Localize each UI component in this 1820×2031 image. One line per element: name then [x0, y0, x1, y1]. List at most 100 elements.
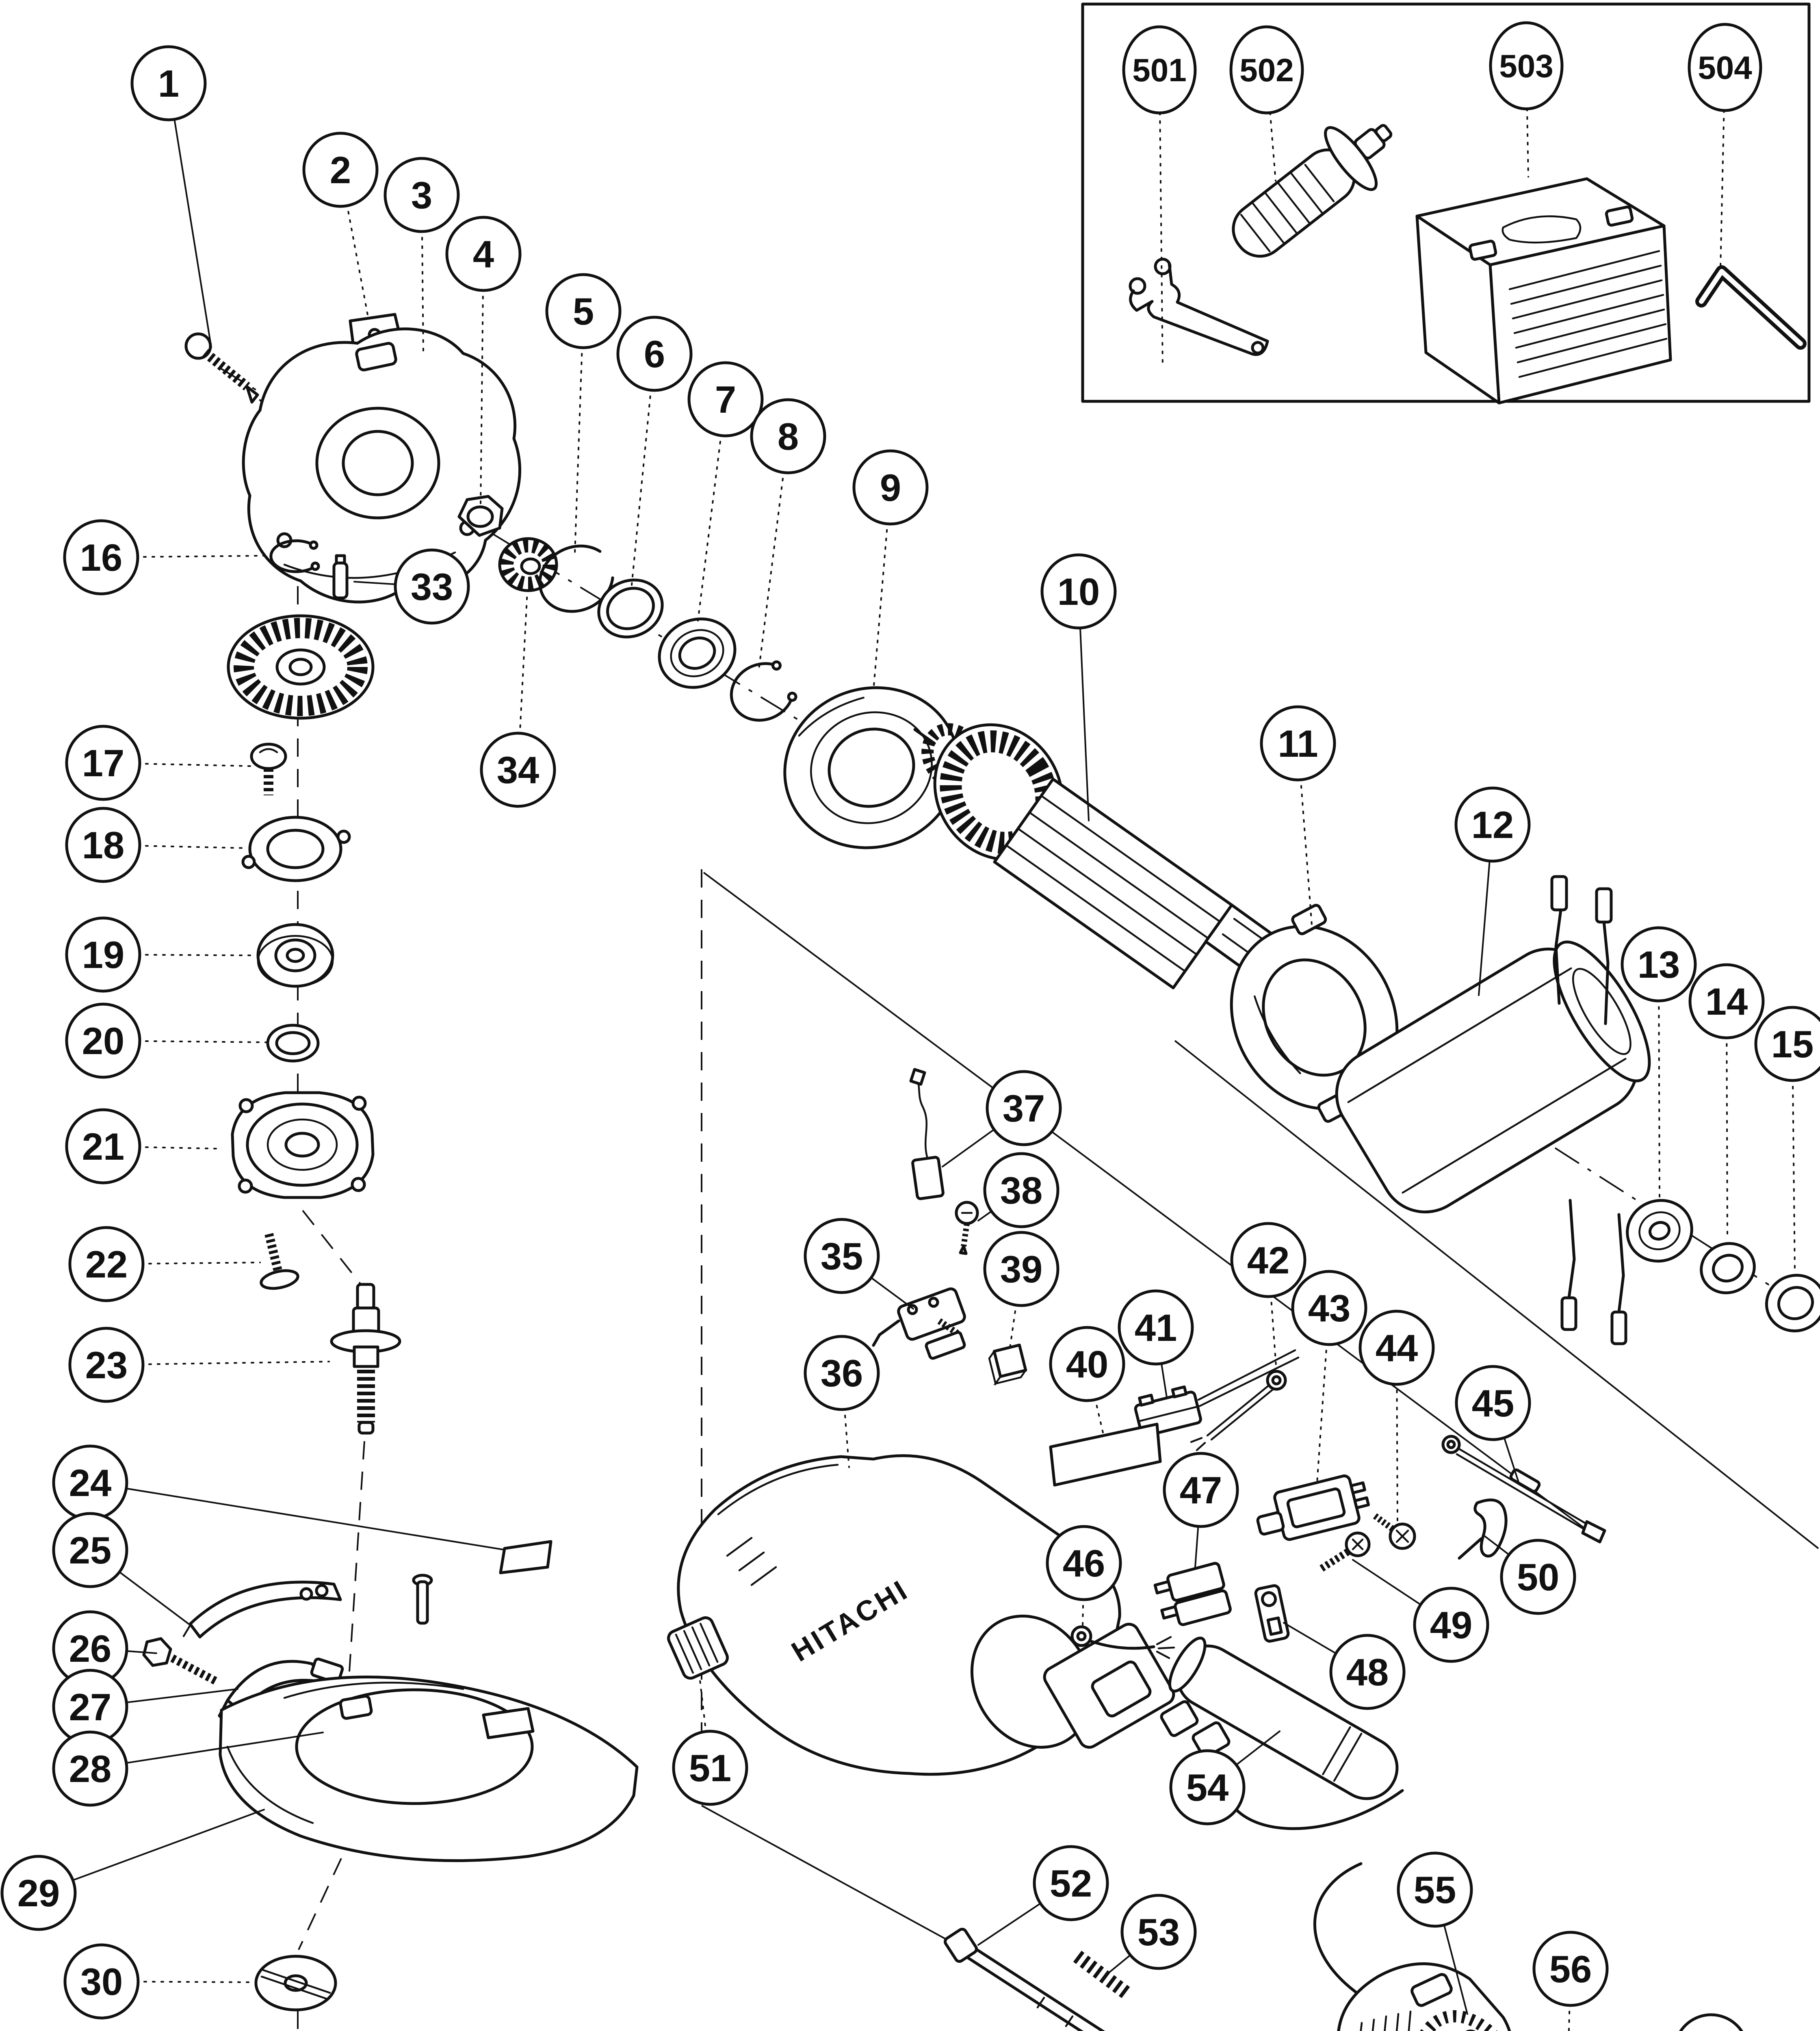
- balloon-number-504: 504: [1698, 50, 1752, 86]
- balloon-number-7: 7: [715, 378, 736, 421]
- balloon-number-42: 42: [1247, 1239, 1290, 1282]
- set-plate-25-drawing: [182, 1581, 342, 1639]
- rubber-bushing-15-drawing: [1765, 1274, 1820, 1332]
- pinion-gear-34-drawing: [498, 537, 558, 592]
- balloon-number-52: 52: [1050, 1862, 1092, 1905]
- balloon-504: 504: [1688, 23, 1762, 112]
- slide-knob-51-drawing: [667, 1616, 729, 1680]
- balloon-46: 46: [1046, 1525, 1122, 1601]
- balloon-13: 13: [1621, 926, 1697, 1003]
- balloon-circle-39: [983, 1231, 1060, 1307]
- balloon-circle-44: [1358, 1310, 1435, 1386]
- balloon-14: 14: [1688, 963, 1765, 1039]
- balloon-circle-18: [65, 807, 141, 883]
- balloon-37: 37: [986, 1070, 1062, 1146]
- packing-gland-21-drawing: [231, 1091, 375, 1199]
- balloon-number-5: 5: [573, 290, 594, 333]
- balloon-5: 5: [545, 273, 622, 349]
- balloon-circle-9: [852, 449, 929, 526]
- balloon-29: 29: [0, 1855, 77, 1931]
- leader-line-29: [38, 1809, 265, 1894]
- leader-line-5: [574, 310, 584, 554]
- balloon-circle-23: [68, 1327, 145, 1403]
- balloon-number-53: 53: [1138, 1911, 1180, 1953]
- balloon-number-25: 25: [69, 1529, 112, 1572]
- balloon-15: 15: [1754, 1006, 1820, 1082]
- snap-ring-16-drawing: [269, 539, 320, 573]
- balloon-number-21: 21: [82, 1125, 125, 1168]
- balloon-circle-36: [804, 1335, 880, 1411]
- leader-line-18: [102, 844, 249, 849]
- case-503-drawing: [1415, 177, 1672, 405]
- balloon-17: 17: [65, 725, 141, 801]
- balloon-number-49: 49: [1430, 1604, 1473, 1646]
- nut-4-drawing: [457, 495, 504, 537]
- balloon-circle-4: [445, 216, 522, 292]
- balloon-51: 51: [672, 1730, 748, 1806]
- balloon-number-36: 36: [821, 1352, 863, 1394]
- balloon-21: 21: [65, 1108, 141, 1184]
- pivot-pin-drawing: [412, 1574, 433, 1625]
- gear-housing-3-drawing: [242, 327, 522, 604]
- carbon-brush-39-drawing: [988, 1343, 1027, 1386]
- balloon-26: 26: [52, 1610, 128, 1687]
- ring-5-drawing: [538, 544, 614, 613]
- screw-44-drawing: [1372, 1512, 1416, 1550]
- balloon-circle-16: [63, 519, 139, 595]
- balloon-number-26: 26: [69, 1627, 112, 1670]
- axis-line-dash: [302, 1210, 364, 1288]
- lead-wire-45-drawing: [1441, 1435, 1606, 1544]
- balloon-circle-5: [545, 273, 622, 349]
- balloon-55: 55: [1397, 1851, 1473, 1928]
- screw-38-drawing: [955, 1201, 979, 1255]
- balloon-number-501: 501: [1132, 52, 1186, 88]
- slide-bar-52-drawing: [944, 1927, 1105, 2031]
- balloon-circle-503: [1489, 21, 1564, 110]
- balloon-circle-40: [1049, 1326, 1125, 1402]
- balloon-42: 42: [1230, 1222, 1306, 1298]
- switch-pusher-35-drawing: [872, 1287, 966, 1360]
- armature-10-drawing: [913, 723, 1289, 990]
- balloon-34: 34: [480, 732, 556, 808]
- balloon-22: 22: [68, 1226, 145, 1302]
- balloon-30: 30: [63, 1943, 140, 2020]
- balloon-circle-501: [1122, 25, 1197, 115]
- hex-key-504-drawing: [1695, 265, 1807, 350]
- balloon-49: 49: [1413, 1587, 1489, 1663]
- balloon-circle-45: [1455, 1365, 1531, 1441]
- brush-holder-37-drawing: [909, 1068, 945, 1200]
- balloon-number-2: 2: [330, 149, 351, 191]
- leader-line-501: [1159, 69, 1164, 368]
- balloon-circle-22: [68, 1226, 145, 1302]
- balloon-number-27: 27: [69, 1686, 112, 1728]
- balloon-24: 24: [52, 1444, 128, 1521]
- balloon-circle-14: [1688, 963, 1765, 1039]
- balloon-number-45: 45: [1472, 1382, 1514, 1425]
- balloon-number-22: 22: [85, 1243, 128, 1286]
- wheel-washer-30-drawing: [254, 1955, 337, 2012]
- balloon-23: 23: [68, 1327, 145, 1403]
- balloon-circle-1: [130, 45, 207, 121]
- axis-line-dash: [349, 1441, 365, 1672]
- balloon-16: 16: [63, 519, 139, 595]
- stator-12-drawing: [1335, 875, 1651, 1345]
- balloon-number-11: 11: [1278, 722, 1318, 765]
- cable-tie-50-drawing: [1458, 1498, 1508, 1560]
- balloon-33: 33: [394, 548, 470, 625]
- balloon-circle-30: [63, 1943, 140, 2020]
- balloon-number-54: 54: [1186, 1766, 1229, 1809]
- balloon-7: 7: [687, 361, 764, 437]
- switch-43-drawing: [1256, 1474, 1370, 1541]
- balloon-28: 28: [52, 1730, 128, 1807]
- balloon-501: 501: [1122, 25, 1197, 115]
- balloon-circle-6: [616, 316, 693, 392]
- balloon-57: 57: [1679, 2013, 1743, 2031]
- balloon-number-41: 41: [1135, 1306, 1177, 1349]
- balloon-circle-504: [1688, 23, 1762, 112]
- leader-line-8: [758, 435, 789, 670]
- balloon-56: 56: [1532, 1931, 1609, 2007]
- balloon-circle-53: [1120, 1894, 1197, 1970]
- balloon-circle-29: [0, 1855, 77, 1931]
- balloon-number-17: 17: [82, 742, 125, 784]
- balloon-circle-54: [1169, 1749, 1246, 1825]
